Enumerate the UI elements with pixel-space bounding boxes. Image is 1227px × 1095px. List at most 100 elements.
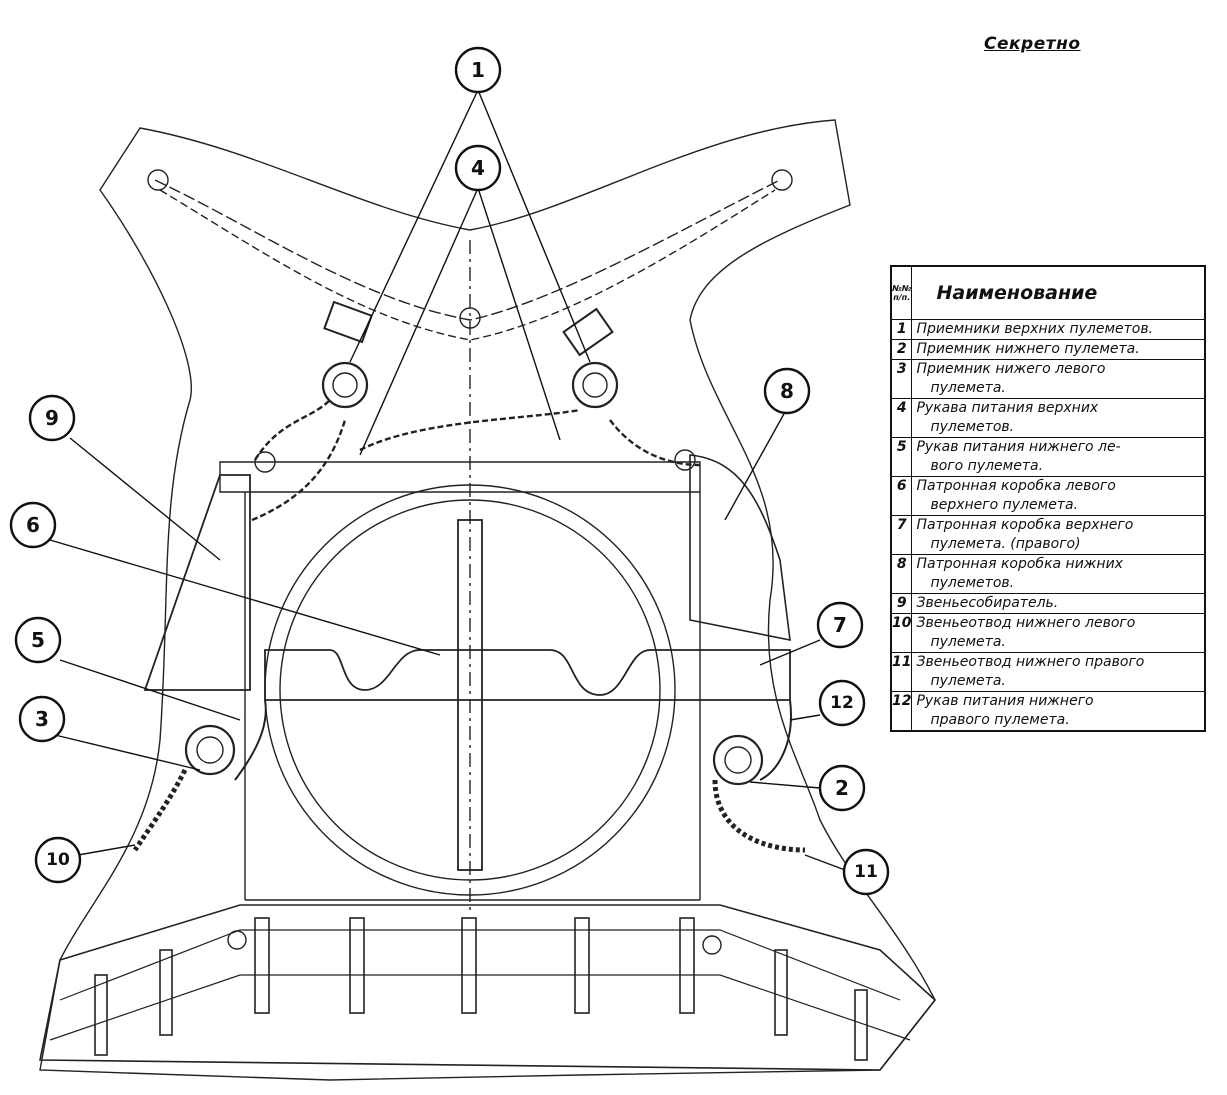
legend-row-name-continuation: верхнего пулемета. [930,497,1079,513]
legend-row-name-text: Звеньеотвод нижнего правого [916,654,1145,670]
legend-row-name-text: Рукава питания верхних [916,400,1099,416]
callout-2 [818,764,866,812]
legend-row-name: Звеньеотвод нижнего правого пулемета. [911,652,1206,692]
left-link-chute [132,768,188,852]
callout-label-6: 6 [26,513,40,537]
callout-label-1: 1 [471,58,485,82]
upper-right-receiver [571,361,619,409]
legend-row-number: 6 [890,476,913,516]
legend-header-row: №№ п/п. Наименование [890,265,1206,320]
legend-row-name: Звеньеотвод нижнего левого пулемета. [911,613,1206,653]
legend-row-name-text: Рукав питания нижнего ле- [916,439,1121,455]
hull-outline [39,119,936,1081]
legend-row-name-text: Звеньеотвод нижнего левого [916,615,1136,631]
legend-row-name-text: Патронная коробка верхнего [916,517,1134,533]
center-post [457,519,483,871]
legend-col-name: Наименование [911,265,1206,320]
legend-row-name-continuation: пулемета. (правого) [930,536,1081,552]
legend-row-name: Патронная коробка левого верхнего пулемет… [911,476,1206,516]
legend-row-number: 9 [890,593,913,614]
legend-row-name-text: Приемник нижего левого [916,361,1106,377]
callout-label-7: 7 [833,613,847,637]
legend-row-number: 11 [890,652,913,692]
legend-row-name: Рукав питания нижнего ле-вого пулемета. [911,437,1206,477]
legend-row-name-text: Приемник нижнего пулемета. [916,341,1140,357]
callout-6 [9,501,57,549]
legend-row-name-text: Приемники верхних пулеметов. [916,321,1154,337]
callout-9 [28,394,76,442]
right-link-chute [712,779,806,853]
legend-row-name-continuation: пулемета. [930,634,1006,650]
legend-row-name-text: Звеньесобиратель. [916,595,1059,611]
legend-row-name: Патронная коробка нижних пулеметов. [911,554,1206,594]
callout-label-10: 10 [46,850,70,870]
legend-row-name-continuation: пулемета. [930,380,1006,396]
legend-row-name-continuation: вого пулемета. [930,458,1044,474]
callout-12 [818,679,866,727]
legend-row-name-text: Рукав питания нижнего [916,693,1094,709]
legend-row-name-continuation: пулемета. [930,673,1006,689]
lower-left-receiver [184,724,236,776]
legend-row-name: Приемник нижего левого пулемета. [911,359,1206,399]
legend-row-number: 4 [890,398,913,438]
legend-row-name-text: Патронная коробка левого [916,478,1116,494]
legend-row-number: 2 [890,339,913,360]
callout-1 [454,46,502,94]
right-ammo-box [689,454,791,642]
legend-row-name-text: Патронная коробка нижних [916,556,1123,572]
callout-3 [18,695,66,743]
legend-row-number: 10 [890,613,913,653]
callout-label-3: 3 [35,707,49,731]
callout-4 [454,144,502,192]
upper-frame [219,461,701,493]
callout-label-9: 9 [45,406,59,430]
main-body [244,492,701,901]
legend-row-name-continuation: пулеметов. [930,575,1015,591]
legend-row-number: 8 [890,554,913,594]
upper-left-receiver [321,361,369,409]
callout-8 [763,367,811,415]
legend-row-name: Рукава питания верхних пулеметов. [911,398,1206,438]
callout-label-4: 4 [471,156,485,180]
left-ammo-box [143,474,251,691]
lower-right-receiver [712,734,764,786]
secret-stamp: Секретно [984,34,1081,54]
callout-7 [816,601,864,649]
legend-row-name-continuation: правого пулемета. [930,712,1070,728]
arm-left [154,179,781,321]
legend-row-name-continuation: пулеметов. [930,419,1015,435]
callout-5 [14,616,62,664]
legend-row-name: Рукав питания нижнего правого пулемета. [911,691,1206,732]
callout-label-11: 11 [854,862,878,882]
lower-feed-box [264,649,791,701]
legend-row-number: 1 [890,319,913,340]
callout-11 [842,848,890,896]
legend-row-number: 12 [890,691,913,732]
feed-chute-upper [253,399,581,461]
legend-row-name: Патронная коробка верхнего пулемета. (пра… [911,515,1206,555]
legend-row-name: Приемники верхних пулеметов. [911,319,1206,340]
callout-label-2: 2 [835,776,849,800]
legend-row-name: Приемник нижнего пулемета. [911,339,1206,360]
legend-row-number: 7 [890,515,913,555]
callout-10 [34,836,82,884]
legend-row-number: 3 [890,359,913,399]
callout-label-5: 5 [31,628,45,652]
lower-hull [39,904,937,1071]
legend-row-name: Звеньесобиратель. [911,593,1206,614]
